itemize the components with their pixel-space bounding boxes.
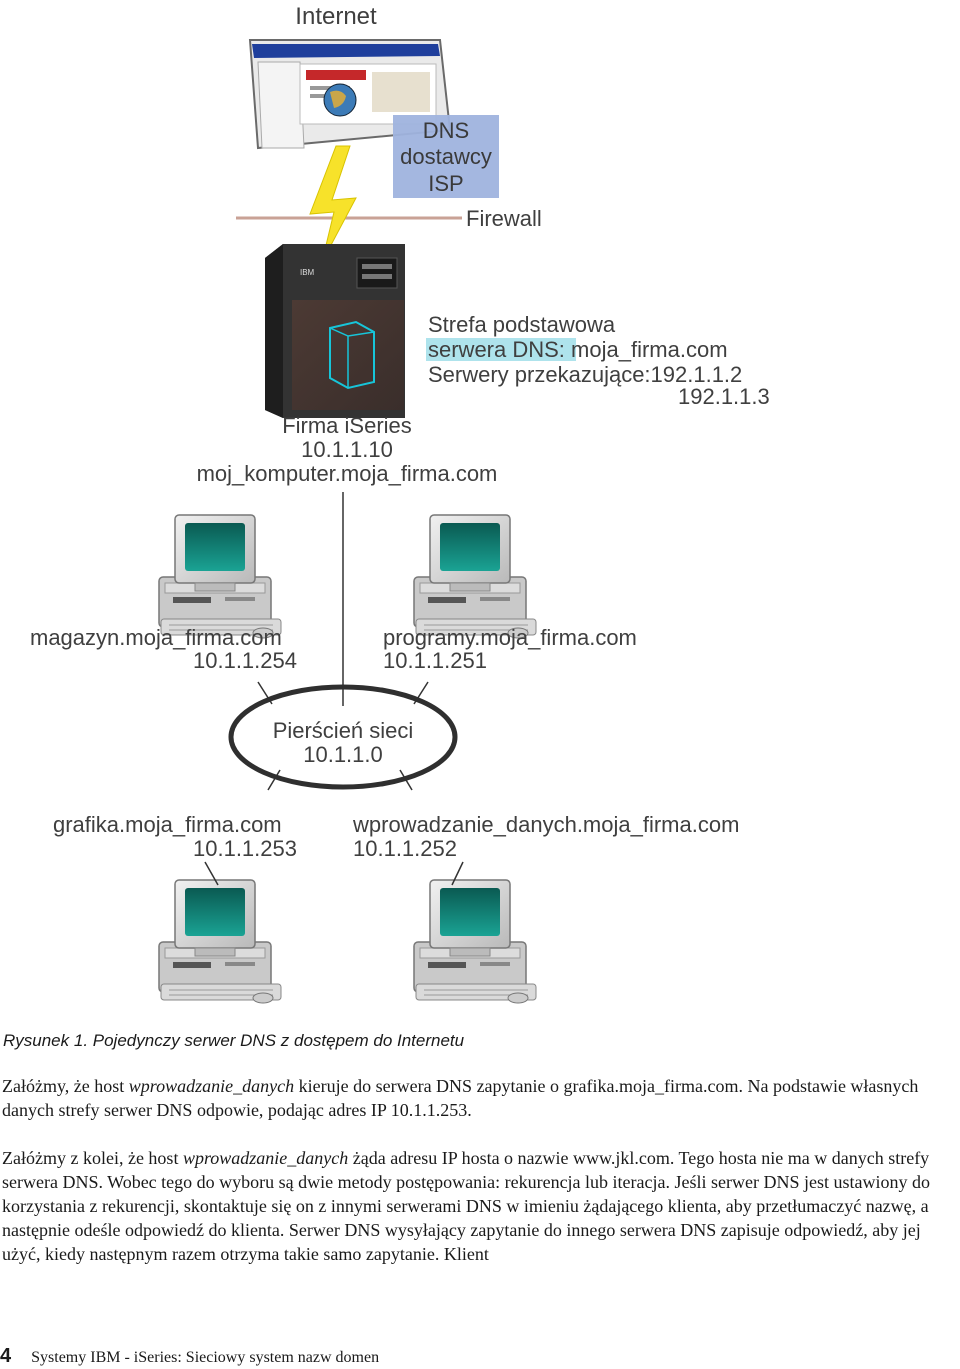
- lightning-bolt-icon: [309, 145, 357, 263]
- pc-wprowadzanie-icon: [413, 879, 537, 1004]
- forwarders-label: Serwery przekazujące:192.1.1.2: [428, 362, 742, 387]
- internet-label: Internet: [295, 3, 377, 30]
- svg-text:IBM: IBM: [300, 268, 315, 277]
- firewall-label: Firewall: [466, 206, 542, 231]
- page-footer: 4 Systemy IBM - iSeries: Sieciowy system …: [0, 1345, 379, 1368]
- server-host: moj_komputer.moja_firma.com: [197, 461, 498, 486]
- server-name: Firma iSeries: [282, 413, 412, 438]
- paragraph-2-em: wprowadzanie_danych: [182, 1148, 349, 1168]
- paragraph-2-a: Załóżmy z kolei, że host: [2, 1148, 183, 1168]
- zone-label-line1: Strefa podstawowa: [428, 312, 616, 337]
- pc-grafika-icon: [158, 879, 282, 1004]
- paragraph-2: Załóżmy z kolei, że host wprowadzanie_da…: [2, 1146, 952, 1266]
- internet-browser-icon: [248, 39, 452, 150]
- paragraph-1: Załóżmy, że host wprowadzanie_danych kie…: [2, 1074, 952, 1122]
- iseries-server-icon: IBM: [265, 244, 405, 418]
- network-figure: Internet DNS dostawcy ISP Firewall IBM S…: [30, 3, 770, 1004]
- host-magazyn-ip: 10.1.1.254: [193, 648, 297, 673]
- paragraph-1-b: kieruje do serwera DNS zapytanie o grafi…: [2, 1076, 919, 1120]
- pc-magazyn-icon: [158, 514, 282, 639]
- host-wprowadzanie-name: wprowadzanie_danych.moja_firma.com: [352, 812, 739, 837]
- host-grafika-ip: 10.1.1.253: [193, 836, 297, 861]
- paragraph-2-b: żąda adresu IP hosta o nazwie www.jkl.co…: [2, 1148, 930, 1264]
- host-programy-name: programy.moja_firma.com: [383, 625, 637, 650]
- zone-highlight-text: serwera DNS:: [428, 337, 565, 362]
- ring-title: Pierścień sieci: [273, 718, 414, 743]
- link-wprowadzanie-pc: [451, 861, 464, 886]
- dns-isp-label-line2: dostawcy: [400, 144, 492, 169]
- server-ip: 10.1.1.10: [301, 437, 393, 462]
- zone-highlight: [426, 338, 576, 361]
- zone-label-line2: serwera DNS: moja_firma.com: [428, 337, 728, 362]
- paragraph-1-a: Załóżmy, że host: [2, 1076, 129, 1096]
- figure-caption: Rysunek 1. Pojedynczy serwer DNS z dostę…: [3, 1031, 465, 1050]
- host-programy-ip: 10.1.1.251: [383, 648, 487, 673]
- page-number: 4: [0, 1345, 12, 1367]
- dns-isp-label-line1: DNS: [423, 118, 469, 143]
- host-magazyn-name: magazyn.moja_firma.com: [30, 625, 282, 650]
- footer-text: Systemy IBM - iSeries: Sieciowy system n…: [31, 1349, 380, 1366]
- host-grafika-name: grafika.moja_firma.com: [53, 812, 282, 837]
- host-wprowadzanie-ip: 10.1.1.252: [353, 836, 457, 861]
- dns-isp-label-line3: ISP: [428, 171, 463, 196]
- ring-ip: 10.1.1.0: [303, 742, 383, 767]
- dns-isp-box: [393, 115, 499, 198]
- pc-programy-icon: [413, 514, 537, 639]
- zone-domain-text: moja_firma.com: [565, 337, 728, 362]
- link-grafika: [267, 769, 281, 791]
- forwarders-ip2: 192.1.1.3: [678, 384, 770, 409]
- network-ring: [228, 684, 458, 790]
- network-diagram: Internet DNS dostawcy ISP Firewall IBM S…: [30, 3, 770, 1004]
- link-grafika-pc: [204, 861, 219, 886]
- paragraph-1-em: wprowadzanie_danych: [128, 1076, 295, 1096]
